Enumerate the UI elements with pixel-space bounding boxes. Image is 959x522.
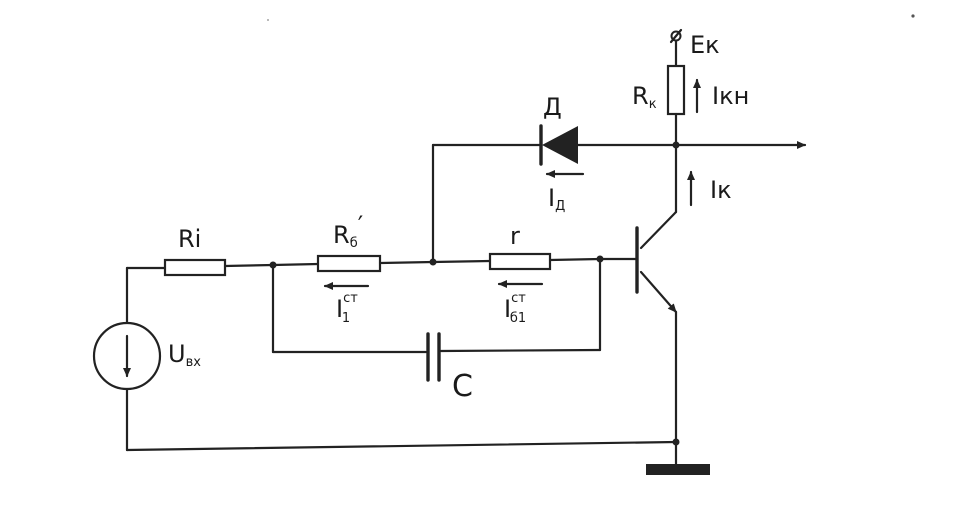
diode-current-subscript: Д — [555, 199, 565, 214]
supply-terminal — [669, 28, 683, 44]
input-source-label: Uвх — [168, 340, 201, 370]
source-resistor-label: Ri — [178, 225, 201, 253]
diode-symbol — [539, 124, 578, 166]
input-current-symbol: I — [336, 295, 343, 323]
ground-return-wire — [125, 440, 678, 452]
input-voltage-source — [92, 321, 162, 391]
capacitor-right-wire — [439, 348, 602, 353]
base-spreading-resistor — [488, 252, 552, 271]
capacitor-label: C — [452, 369, 473, 404]
base-current-subscript: б1 — [510, 311, 526, 326]
base-resistor-prime: ′ — [358, 211, 363, 239]
input-current-subscript: 1 — [342, 311, 350, 326]
base-current-symbol: I — [504, 295, 511, 323]
input-current-superscript: ст — [343, 291, 358, 306]
collector-load-current-label: Iкн — [712, 82, 749, 110]
diode-current-symbol: I — [548, 184, 555, 212]
base-resistor-subscript: б — [350, 236, 358, 251]
spreading-resistor-right-wire — [548, 257, 602, 262]
source-resistor-wire — [223, 263, 275, 268]
base-resistor-symbol: R — [333, 221, 350, 249]
base-current-superscript: ст — [511, 291, 526, 306]
collector-resistor — [666, 64, 686, 116]
input-source-subscript: вх — [186, 355, 202, 370]
speck — [911, 14, 915, 18]
collector-resistor-subscript: к — [649, 97, 657, 112]
base-current-label: Iст б1 — [504, 291, 526, 326]
base-spreading-resistor-label: r — [510, 222, 520, 250]
svg-text:Rк: Rк — [632, 82, 657, 112]
ground-symbol — [646, 464, 710, 475]
collector-current-label: Iк — [710, 176, 732, 204]
supply-label: Eк — [690, 31, 720, 59]
spreading-resistor-left-wire — [431, 259, 492, 264]
source-resistor — [163, 258, 227, 277]
npn-transistor — [635, 143, 678, 444]
diode-label: Д — [543, 93, 562, 121]
speck — [267, 19, 269, 21]
diode-current-label: IД — [548, 184, 565, 214]
base-resistor-left-wire — [271, 262, 320, 267]
input-current-label: Iст 1 — [336, 291, 358, 326]
input-source-symbol: U — [168, 340, 186, 368]
collector-resistor-symbol: R — [632, 82, 649, 110]
collector-resistor-label: Rк — [632, 82, 657, 112]
base-resistor — [316, 254, 382, 273]
base-resistor-label: Rб′ — [333, 211, 363, 251]
base-resistor-right-wire — [378, 260, 435, 265]
